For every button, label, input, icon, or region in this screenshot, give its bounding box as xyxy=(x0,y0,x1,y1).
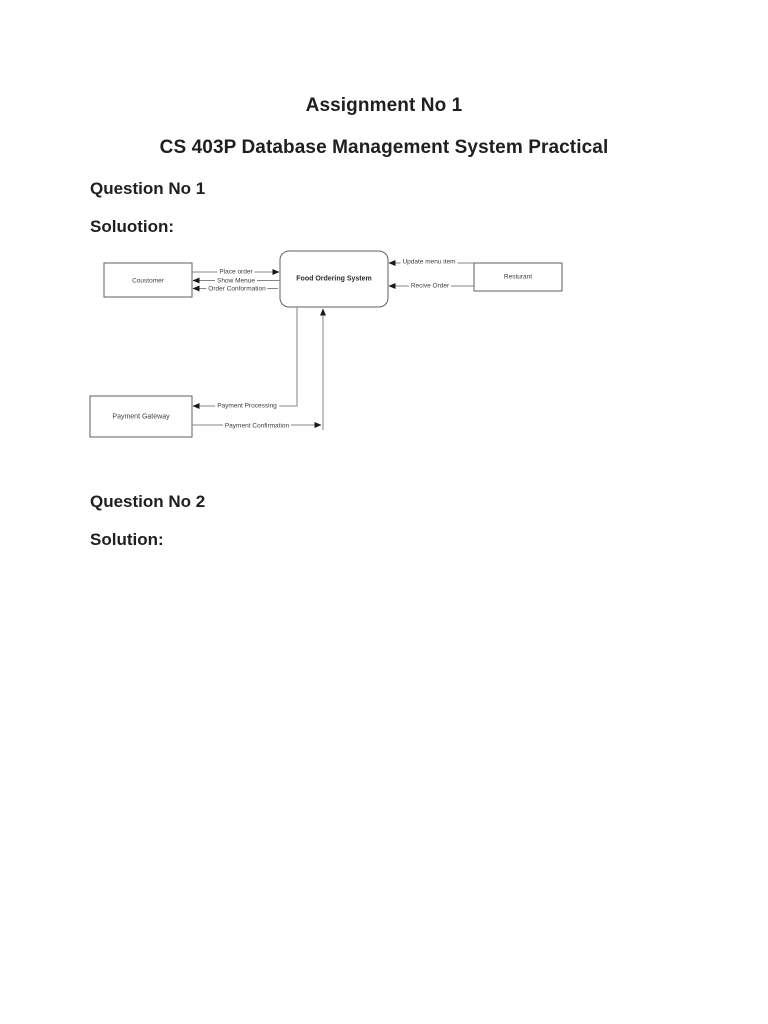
question-1-heading: Question No 1 xyxy=(90,179,206,198)
flow-label-order-conformation: Order Conformation xyxy=(206,285,268,293)
page-subtitle: CS 403P Database Management System Pract… xyxy=(159,137,609,158)
flow-label-payment-confirmation: Payment Confirmation xyxy=(222,422,292,430)
solution-1-heading: Soluotion: xyxy=(90,217,175,236)
question-2-heading: Question No 2 xyxy=(90,492,206,511)
food-ordering-system-label: Food Ordering System xyxy=(296,275,372,283)
customer-box xyxy=(103,262,193,298)
restaurant-box xyxy=(473,262,563,292)
flow-label-place-order: Place order xyxy=(217,268,255,276)
flow-label-recive-order: Recive Order xyxy=(408,282,452,290)
food-ordering-system-box xyxy=(279,250,389,308)
payment-gateway-label: Payment Gateway xyxy=(112,413,170,421)
solution-2-heading: Solution: xyxy=(90,530,164,549)
payment-gateway-box xyxy=(89,395,193,438)
flow-label-payment-processing: Payment Processing xyxy=(215,402,279,410)
restaurant-label: Resturant xyxy=(503,273,533,281)
flow-line-payment-processing xyxy=(192,307,298,409)
flow-label-update-menu-item: Update menu item xyxy=(400,258,458,266)
page-title: Assignment No 1 xyxy=(305,95,463,116)
flow-label-show-menue: Show Menue xyxy=(215,277,257,285)
customer-label: Coustomer xyxy=(132,277,164,285)
